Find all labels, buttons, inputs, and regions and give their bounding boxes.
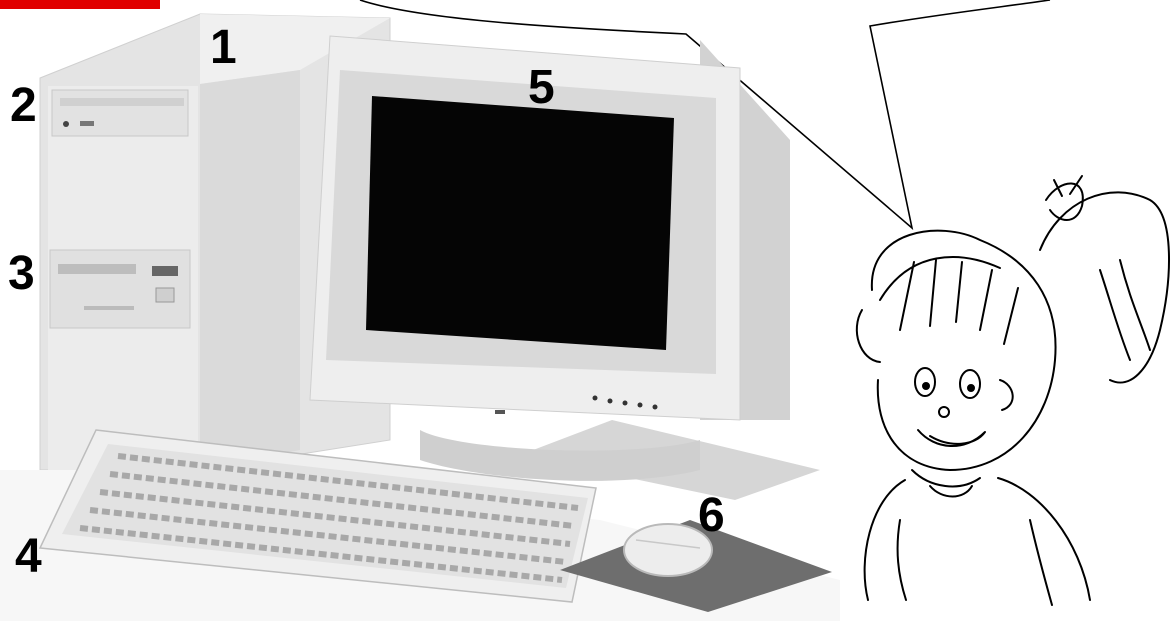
accent-bar [0, 0, 160, 9]
label-disk-drive: 2 [10, 82, 37, 130]
monitor-screen [366, 96, 674, 350]
disk-drive-bay [52, 90, 188, 136]
label-floppy-drive: 3 [8, 250, 35, 298]
label-monitor: 5 [528, 64, 555, 112]
label-system-unit: 1 [210, 24, 237, 72]
label-keyboard: 4 [15, 533, 42, 581]
girl-drawing [857, 176, 1169, 605]
label-mouse: 6 [698, 492, 725, 540]
